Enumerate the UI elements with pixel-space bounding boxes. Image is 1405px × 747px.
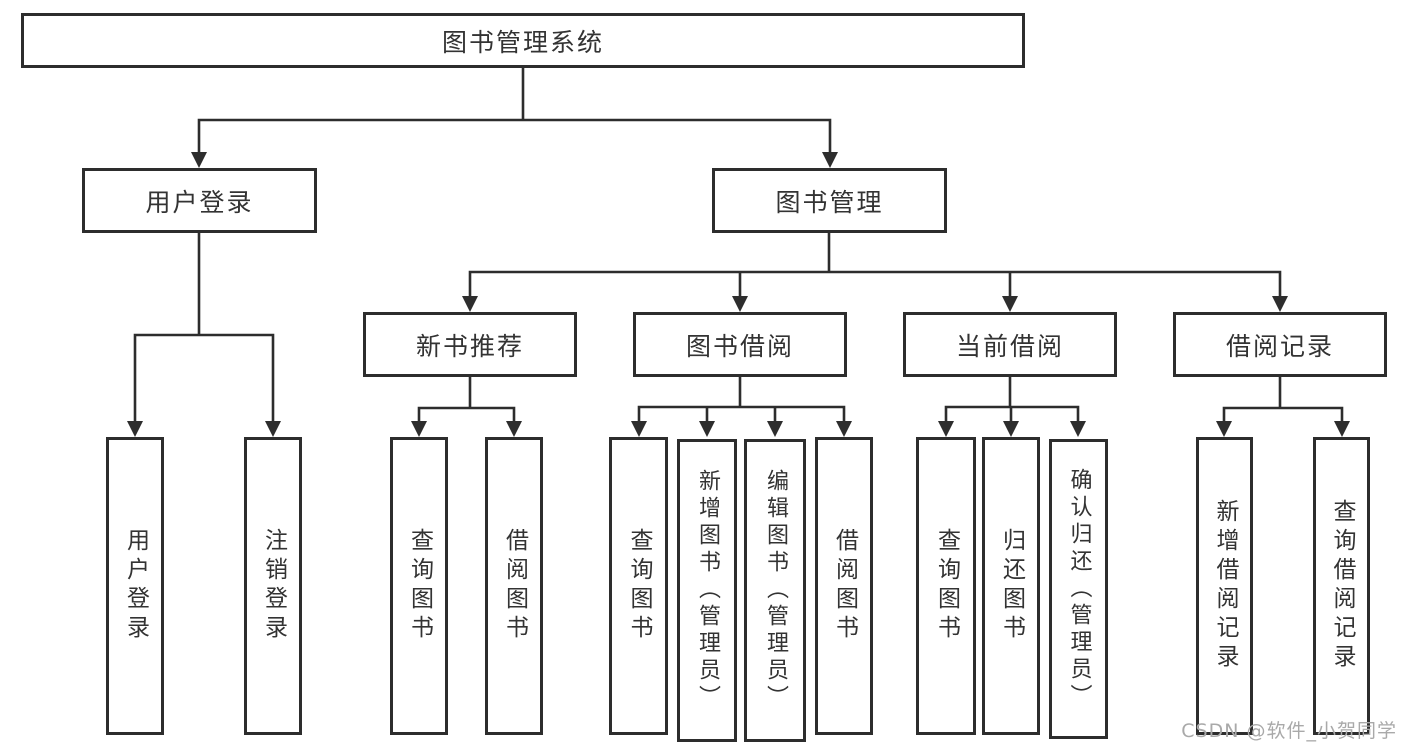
node-new-book-recommendation: 新书推荐 — [363, 312, 577, 377]
leaf-edit-book-admin: 编辑图书（管理员） — [744, 439, 806, 742]
leaf-borrow-books-borrowing: 借阅图书 — [815, 437, 873, 735]
edge-root-split — [197, 118, 832, 154]
leaf-confirm-return-admin-label: 确认归还（管理员） — [1066, 467, 1092, 711]
edge-records-split — [1222, 406, 1344, 423]
node-current-borrowing: 当前借阅 — [903, 312, 1117, 377]
leaf-query-books-current: 查询图书 — [916, 437, 976, 735]
leaf-query-borrow-record: 查询借阅记录 — [1313, 437, 1370, 735]
leaf-return-books-label: 归还图书 — [998, 528, 1025, 644]
edge-borrowing-split — [637, 405, 846, 423]
leaf-borrow-books-borrowing-label: 借阅图书 — [831, 528, 858, 644]
node-book-management: 图书管理 — [712, 168, 947, 233]
node-root-label: 图书管理系统 — [441, 27, 604, 57]
leaf-add-borrow-record-label: 新增借阅记录 — [1212, 499, 1238, 673]
node-user-login-label: 用户登录 — [145, 187, 254, 217]
node-borrowing-records-label: 借阅记录 — [1225, 331, 1334, 361]
arrowheads — [127, 152, 1350, 437]
watermark: CSDN @软件_小贺同学 — [1181, 720, 1397, 742]
node-borrowing-records: 借阅记录 — [1173, 312, 1387, 377]
leaf-query-borrow-record-label: 查询借阅记录 — [1329, 499, 1355, 673]
leaf-confirm-return-admin: 确认归还（管理员） — [1049, 439, 1108, 739]
leaf-query-books-current-label: 查询图书 — [933, 528, 960, 644]
leaf-user-login-label: 用户登录 — [122, 528, 149, 644]
leaf-query-books-borrowing: 查询图书 — [609, 437, 668, 735]
leaf-query-books-recommend: 查询图书 — [390, 437, 448, 735]
leaf-add-book-admin-label: 新增图书（管理员） — [695, 469, 720, 712]
leaf-logout-label: 注销登录 — [260, 528, 287, 644]
node-root: 图书管理系统 — [21, 13, 1025, 68]
leaf-query-books-borrowing-label: 查询图书 — [626, 528, 652, 644]
leaf-edit-book-admin-label: 编辑图书（管理员） — [763, 469, 788, 712]
leaf-borrow-books-recommend: 借阅图书 — [485, 437, 543, 735]
node-book-borrowing: 图书借阅 — [633, 312, 847, 377]
edge-bookmgmt-split — [468, 270, 1282, 298]
leaf-user-login: 用户登录 — [106, 437, 164, 735]
edge-recommend-split — [417, 406, 516, 423]
leaf-add-book-admin: 新增图书（管理员） — [677, 439, 737, 742]
leaf-add-borrow-record: 新增借阅记录 — [1196, 437, 1253, 735]
leaf-return-books: 归还图书 — [982, 437, 1040, 735]
leaf-logout: 注销登录 — [244, 437, 302, 735]
node-new-book-recommendation-label: 新书推荐 — [415, 331, 524, 361]
edge-userlogin-split — [133, 333, 275, 423]
node-user-login: 用户登录 — [82, 168, 317, 233]
node-book-borrowing-label: 图书借阅 — [685, 331, 794, 361]
leaf-borrow-books-recommend-label: 借阅图书 — [501, 528, 528, 644]
node-book-management-label: 图书管理 — [775, 187, 884, 217]
leaf-query-books-recommend-label: 查询图书 — [406, 528, 433, 644]
node-current-borrowing-label: 当前借阅 — [955, 331, 1064, 361]
